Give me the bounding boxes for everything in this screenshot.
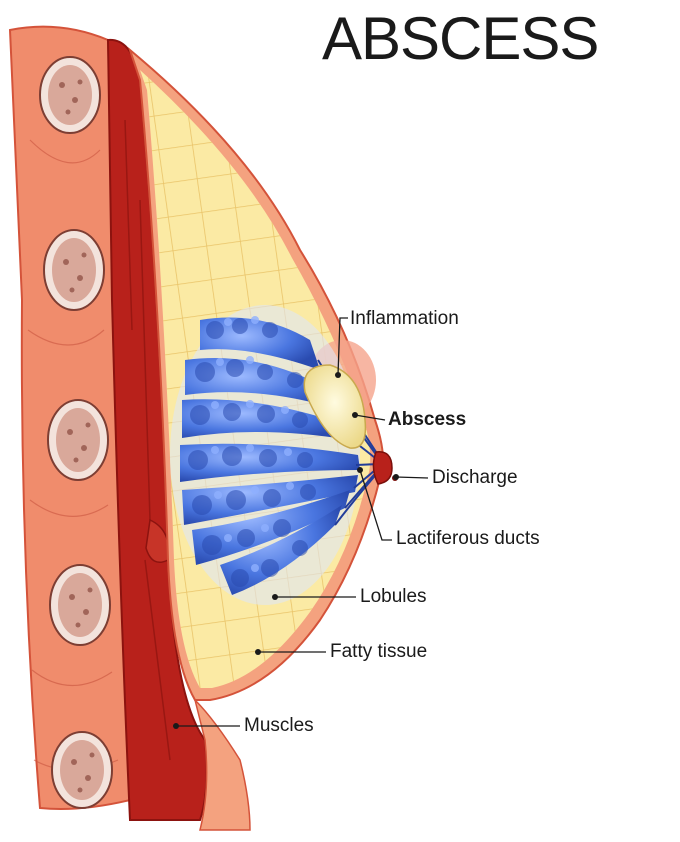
label-lobules: Lobules	[360, 586, 427, 608]
label-muscles: Muscles	[244, 715, 314, 737]
label-fatty-tissue: Fatty tissue	[330, 641, 427, 663]
nipple	[373, 452, 392, 484]
label-abscess: Abscess	[388, 409, 466, 431]
diagram-title: ABSCESS	[322, 4, 598, 74]
label-lactiferous-ducts: Lactiferous ducts	[396, 528, 540, 550]
label-discharge: Discharge	[432, 467, 518, 489]
label-inflammation: Inflammation	[350, 308, 459, 330]
lobules	[170, 305, 360, 605]
